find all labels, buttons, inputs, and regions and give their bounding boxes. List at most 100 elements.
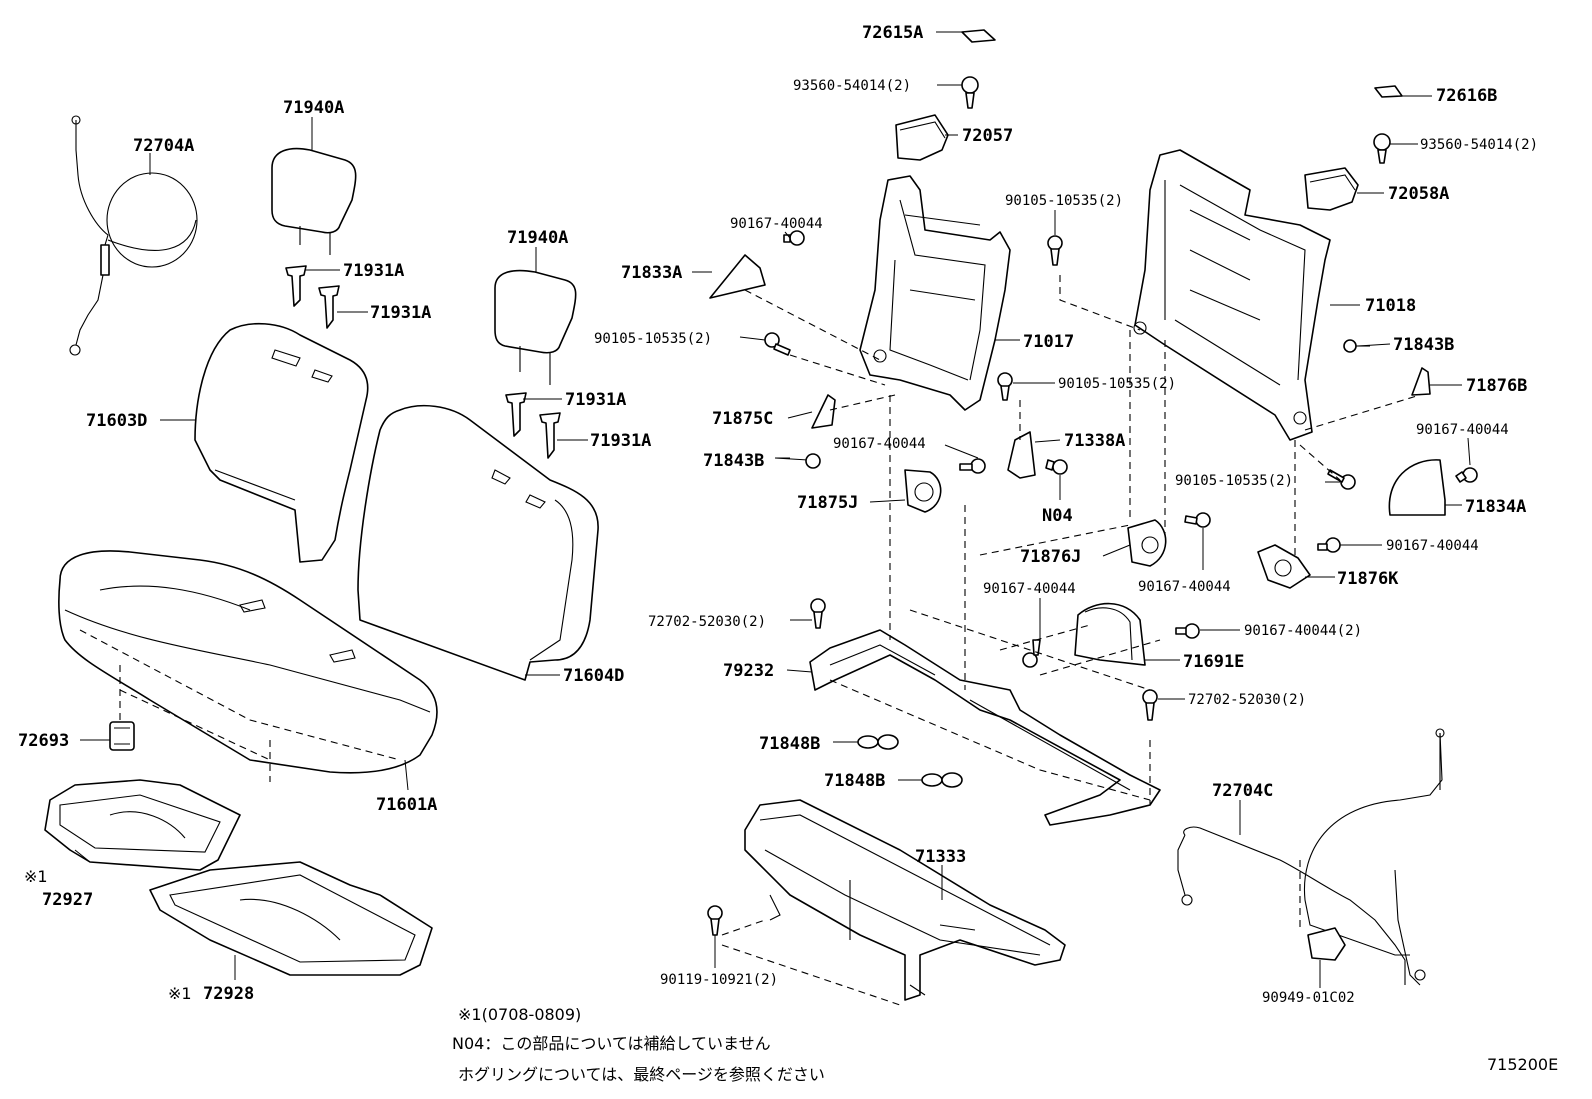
clip-90949 — [1307, 927, 1346, 961]
bolt-90119 — [707, 905, 723, 936]
mark-ref-2: ※1 — [168, 984, 192, 1003]
label-71601A: 71601A — [376, 795, 437, 815]
pin-71843B-2 — [1343, 339, 1370, 353]
label-90167-2: 90167-40044 — [833, 436, 926, 452]
label-71875J: 71875J — [797, 493, 858, 513]
frame-71018 — [1133, 149, 1331, 441]
armrest-72058A — [1304, 167, 1359, 211]
label-71940A-1: 71940A — [283, 98, 344, 118]
bolt-90105-3 — [1047, 235, 1063, 266]
label-90167-1: 90167-40044 — [730, 216, 823, 232]
label-90167-7: 90167-40044(2) — [1244, 623, 1362, 639]
bolt-90167-4 — [1184, 512, 1211, 528]
bolt-90167-7 — [1175, 623, 1200, 639]
cover-71833A — [709, 254, 766, 299]
screw-93560-2 — [1373, 133, 1391, 164]
label-71876B: 71876B — [1466, 376, 1527, 396]
label-71338A: 71338A — [1064, 431, 1125, 451]
bracket-71876K — [1257, 544, 1311, 589]
bracket-71876B — [1411, 367, 1431, 396]
fastener-71848B-2 — [921, 772, 963, 788]
label-72704C: 72704C — [1212, 781, 1273, 801]
label-71848B-2: 71848B — [824, 771, 885, 791]
bracket-71876J — [1127, 519, 1167, 567]
label-71876K: 71876K — [1337, 569, 1399, 589]
label-90119: 90119-10921(2) — [660, 972, 778, 988]
label-71843B-1: 71843B — [1393, 335, 1454, 355]
frame-71333 — [744, 799, 1066, 1001]
cable-72704A — [69, 115, 198, 356]
label-71931A-2: 71931A — [370, 303, 431, 323]
label-71691E: 71691E — [1183, 652, 1244, 672]
pin-71843B-1 — [774, 453, 821, 469]
label-93560-1: 93560-54014(2) — [793, 78, 911, 94]
label-90167-4: 90167-40044 — [1138, 579, 1231, 595]
bolt-N04 — [1045, 459, 1068, 475]
bracket-71875C — [811, 394, 836, 429]
label-90105-2: 90105-10535(2) — [1058, 376, 1176, 392]
label-71931A-4: 71931A — [590, 431, 651, 451]
bolt-90105-2 — [997, 372, 1013, 401]
label-90105-4: 90105-10535(2) — [1175, 473, 1293, 489]
note-hog-ring: ホグリングについては、最終ページを参照ください — [458, 1065, 825, 1084]
label-71603D: 71603D — [86, 411, 147, 431]
rail-79232 — [809, 629, 1161, 826]
label-71018: 71018 — [1365, 296, 1416, 316]
label-71834A: 71834A — [1465, 497, 1526, 517]
label-72928: 72928 — [203, 984, 254, 1004]
tray-72928 — [149, 861, 433, 976]
screw-93560-1 — [961, 76, 979, 109]
label-90167-3: 90167-40044 — [1416, 422, 1509, 438]
cover-71834A — [1388, 459, 1446, 516]
note-n04: N04：この部品については補給していません — [452, 1034, 771, 1053]
diagram-code: 715200E — [1487, 1055, 1558, 1074]
bolt-90167-1 — [783, 230, 805, 246]
label-71017: 71017 — [1023, 332, 1074, 352]
label-72702-1: 72702-52030(2) — [648, 614, 766, 630]
label-72616B: 72616B — [1436, 86, 1497, 106]
bolt-90167-2 — [959, 458, 986, 474]
bracket-71338A — [1007, 431, 1036, 479]
tray-72927 — [44, 779, 241, 871]
clip-71931A-1 — [285, 265, 340, 329]
clip-72693 — [109, 665, 271, 782]
label-72057: 72057 — [962, 126, 1013, 146]
clip-72615A — [961, 29, 996, 43]
mark-ref-1: ※1 — [24, 867, 48, 886]
label-N04: N04 — [1042, 506, 1073, 526]
label-71333: 71333 — [915, 847, 966, 867]
bolt-90167-6 — [1022, 639, 1041, 668]
label-90167-6: 90167-40044 — [983, 581, 1076, 597]
clip-72616B — [1374, 85, 1403, 98]
armrest-72057 — [895, 114, 949, 161]
bolt-90167-3 — [1455, 467, 1478, 483]
label-72615A: 72615A — [862, 23, 923, 43]
fastener-71848B-1 — [857, 734, 899, 750]
part-labels: 72615A 93560-54014(2) 72057 72616B 93560… — [18, 23, 1538, 1006]
label-90105-1: 90105-10535(2) — [594, 331, 712, 347]
label-72058A: 72058A — [1388, 184, 1449, 204]
label-71848B-1: 71848B — [759, 734, 820, 754]
label-71876J: 71876J — [1020, 547, 1081, 567]
label-90105-3: 90105-10535(2) — [1005, 193, 1123, 209]
assembly-lines — [721, 275, 1421, 1006]
label-71833A: 71833A — [621, 263, 682, 283]
label-90949: 90949-01C02 — [1262, 990, 1355, 1006]
label-71604D: 71604D — [563, 666, 624, 686]
seat-cushion-71601A — [58, 550, 438, 774]
label-71931A-1: 71931A — [343, 261, 404, 281]
seatback-71604D — [357, 404, 599, 681]
label-72927: 72927 — [42, 890, 93, 910]
label-72702-2: 72702-52030(2) — [1188, 692, 1306, 708]
frame-71017 — [859, 175, 1011, 411]
label-72704A: 72704A — [133, 136, 194, 156]
label-90167-5: 90167-40044 — [1386, 538, 1479, 554]
cover-71691E — [1074, 602, 1146, 666]
seatback-71603D — [194, 322, 369, 563]
headrest-71940A-1 — [271, 147, 357, 255]
bolt-90167-5 — [1317, 537, 1341, 553]
label-72693: 72693 — [18, 731, 69, 751]
bracket-71875J — [904, 469, 942, 513]
headrest-71940A-2 — [494, 269, 577, 385]
